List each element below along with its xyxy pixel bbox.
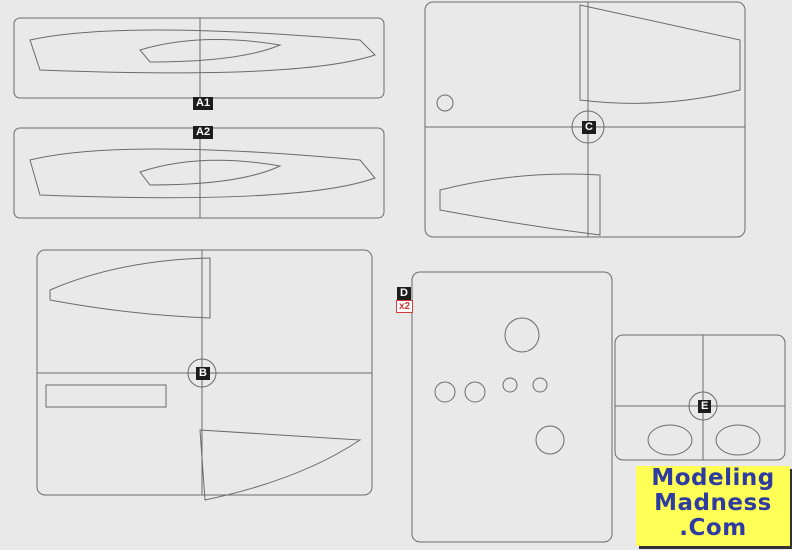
logo-line-3: .Com: [679, 515, 747, 541]
sprue-label-b: B: [196, 367, 210, 380]
sprue-label-e: E: [698, 400, 712, 413]
sprue-e-frame: [614, 334, 786, 461]
sprue-a2-frame: [13, 127, 385, 219]
logo-line-1: Modeling: [651, 465, 775, 491]
sprue-d-multiplier: x2: [396, 300, 414, 313]
sprue-label-c: C: [582, 121, 596, 134]
sprue-label-a2: A2: [193, 126, 214, 139]
sprue-d-frame: [411, 271, 613, 543]
logo-line-2: Madness: [654, 490, 772, 516]
sprue-c-frame: [424, 1, 746, 238]
sprue-label-a1: A1: [193, 97, 214, 110]
sprue-label-d: D: [397, 287, 411, 300]
modeling-madness-logo: Modeling Madness .Com: [636, 466, 790, 546]
sprue-a1-frame: [13, 17, 385, 99]
